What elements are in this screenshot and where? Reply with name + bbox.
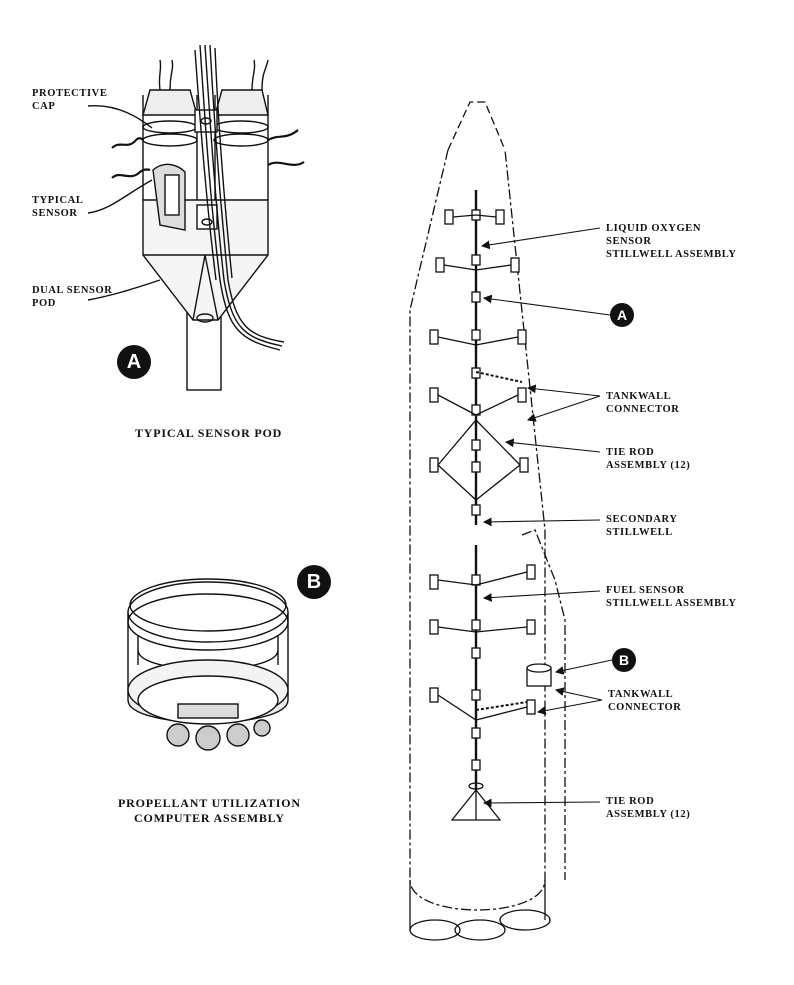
lox-stillwell-line-1: LIQUID OXYGEN — [606, 223, 702, 234]
typical-sensor-pod-caption: TYPICAL SENSOR POD — [135, 426, 283, 440]
tie-rod-upper-line-2: ASSEMBLY (12) — [606, 460, 691, 471]
pu-computer-drawing — [127, 578, 289, 751]
tie-rod-lower-line-2: ASSEMBLY (12) — [606, 809, 691, 820]
detail-a-badge: A — [117, 345, 151, 379]
typical-sensor-label: TYPICAL SENSOR — [32, 194, 83, 220]
leader-lines — [480, 227, 613, 808]
typical-sensor-line-1: TYPICAL — [32, 195, 84, 206]
dual-sensor-pod-label: DUAL SENSOR POD — [32, 284, 112, 310]
fuel-stillwell-line-2: STILLWELL ASSEMBLY — [606, 598, 737, 609]
fuel-stillwell-label: FUEL SENSOR STILLWELL ASSEMBLY — [606, 584, 737, 610]
vehicle-callout-a: A — [610, 303, 634, 327]
dual-sensor-pod-line-1: DUAL SENSOR — [32, 285, 113, 296]
protective-cap-line-1: PROTECTIVE — [32, 88, 108, 99]
tie-rod-upper-label: TIE ROD ASSEMBLY (12) — [606, 446, 690, 472]
tankwall-connector-lower-line-1: TANKWALL — [608, 689, 674, 700]
lox-stillwell-line-2: SENSOR — [606, 236, 652, 247]
tie-rod-lower-line-1: TIE ROD — [606, 796, 655, 807]
tankwall-connector-lower-line-2: CONNECTOR — [608, 702, 682, 713]
protective-cap-line-2: CAP — [32, 101, 56, 112]
detail-b-badge: B — [297, 565, 331, 599]
dual-sensor-pod-line-2: POD — [32, 298, 56, 309]
secondary-stillwell-line-1: SECONDARY — [606, 514, 678, 525]
sensor-pod-drawing — [87, 44, 305, 391]
tankwall-connector-upper-line-1: TANKWALL — [606, 391, 672, 402]
lox-stillwell-line-3: STILLWELL ASSEMBLY — [606, 249, 737, 260]
tankwall-connector-upper-line-2: CONNECTOR — [606, 404, 680, 415]
typical-sensor-line-2: SENSOR — [32, 208, 78, 219]
pu-computer-caption-line-2: COMPUTER ASSEMBLY — [134, 811, 285, 825]
lox-stillwell-label: LIQUID OXYGEN SENSOR STILLWELL ASSEMBLY — [606, 222, 737, 261]
pu-computer-caption-line-1: PROPELLANT UTILIZATION — [118, 796, 301, 810]
pu-computer-caption: PROPELLANT UTILIZATION COMPUTER ASSEMBLY — [118, 796, 301, 826]
tie-rod-upper-line-1: TIE ROD — [606, 447, 655, 458]
fuel-stillwell-line-1: FUEL SENSOR — [606, 585, 685, 596]
tankwall-connector-lower-label: TANKWALL CONNECTOR — [608, 688, 681, 714]
secondary-stillwell-label: SECONDARY STILLWELL — [606, 513, 678, 539]
secondary-stillwell-line-2: STILLWELL — [606, 527, 673, 538]
protective-cap-label: PROTECTIVE CAP — [32, 87, 107, 113]
tankwall-connector-upper-label: TANKWALL CONNECTOR — [606, 390, 679, 416]
launch-vehicle-drawing — [409, 101, 566, 941]
vehicle-callout-b: B — [612, 648, 636, 672]
tie-rod-lower-label: TIE ROD ASSEMBLY (12) — [606, 795, 690, 821]
